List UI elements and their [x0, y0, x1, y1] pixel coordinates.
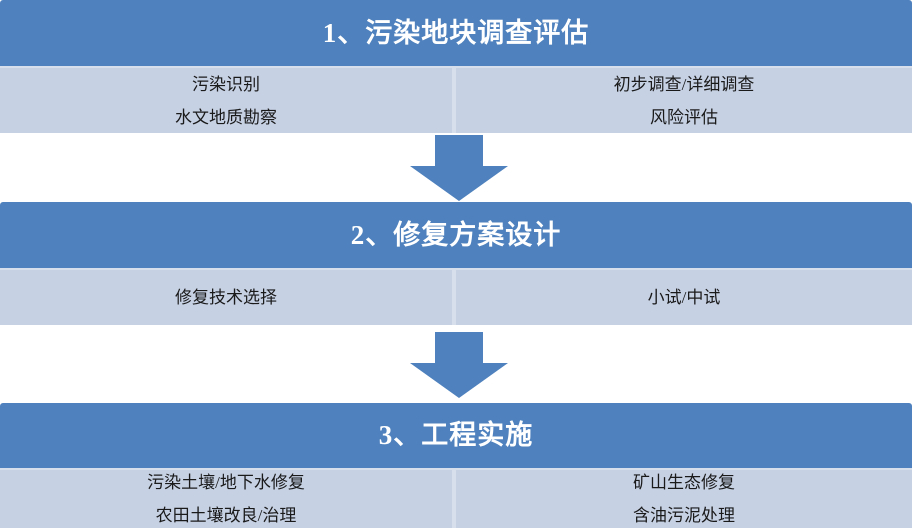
- stage-3-right-item-1: 矿山生态修复: [633, 473, 735, 492]
- stage-2: 2、修复方案设计 修复技术选择 小试/中试: [0, 202, 912, 325]
- stage-2-right-item-1: 小试/中试: [647, 288, 721, 307]
- stage-3-header: 3、工程实施: [0, 403, 912, 468]
- arrow-down-icon: [410, 135, 508, 201]
- arrow-down-icon: [410, 332, 508, 398]
- stage-1: 1、污染地块调查评估 污染识别 水文地质勘察 初步调查/详细调查 风险评估: [0, 0, 912, 133]
- stage-3-body: 污染土壤/地下水修复 农田土壤改良/治理 矿山生态修复 含油污泥处理: [0, 468, 912, 528]
- stage-2-left-column: 修复技术选择: [0, 270, 456, 325]
- stage-1-header: 1、污染地块调查评估: [0, 0, 912, 66]
- stage-2-left-item-1: 修复技术选择: [175, 288, 277, 307]
- stage-1-left-column: 污染识别 水文地质勘察: [0, 68, 456, 133]
- stage-3-right-item-2: 含油污泥处理: [633, 506, 735, 525]
- stage-3: 3、工程实施 污染土壤/地下水修复 农田土壤改良/治理 矿山生态修复 含油污泥处…: [0, 403, 912, 528]
- stage-1-right-item-1: 初步调查/详细调查: [613, 74, 755, 94]
- stage-1-left-item-1: 污染识别: [192, 74, 260, 94]
- stage-2-body: 修复技术选择 小试/中试: [0, 268, 912, 325]
- stage-1-right-column: 初步调查/详细调查 风险评估: [456, 68, 912, 133]
- stage-2-header: 2、修复方案设计: [0, 202, 912, 268]
- stage-2-right-column: 小试/中试: [456, 270, 912, 325]
- stage-3-left-item-2: 农田土壤改良/治理: [155, 506, 297, 525]
- stage-1-body: 污染识别 水文地质勘察 初步调查/详细调查 风险评估: [0, 66, 912, 133]
- stage-3-left-column: 污染土壤/地下水修复 农田土壤改良/治理: [0, 470, 456, 528]
- stage-3-left-item-1: 污染土壤/地下水修复: [147, 473, 305, 492]
- stage-3-right-column: 矿山生态修复 含油污泥处理: [456, 470, 912, 528]
- stage-1-left-item-2: 水文地质勘察: [175, 107, 277, 127]
- stage-1-right-item-2: 风险评估: [650, 107, 718, 127]
